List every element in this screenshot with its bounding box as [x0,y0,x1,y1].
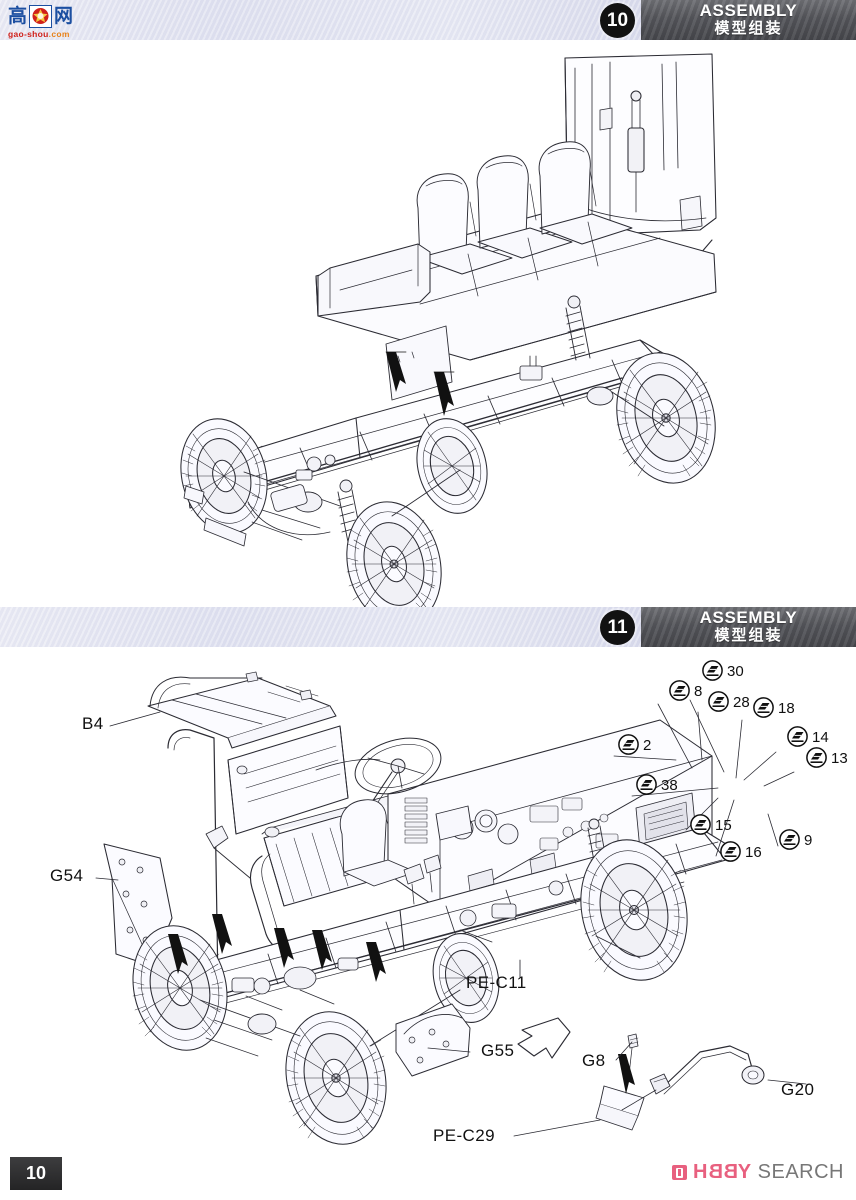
header-left-band-11 [0,607,641,647]
step-header-11: ASSEMBLY 模型组装 11 [0,607,856,647]
decal-marker-icon-28 [708,691,729,712]
decal-number-13: 13 [831,750,848,767]
logo-seal-icon [29,4,53,28]
decal-number-15: 15 [715,817,732,834]
decal-marker-icon-13 [806,747,827,768]
logo-url-tld: .com [48,29,70,39]
decal-marker-icon-30 [702,660,723,681]
decal-number-14: 14 [812,729,829,746]
step-number-badge-11: 11 [600,610,635,645]
header-title-en-10: ASSEMBLY [699,1,798,21]
part-label-pe-c29: PE-C29 [433,1126,495,1145]
part-label-g54: G54 [50,866,84,885]
decal-marker-icon-14 [787,726,808,747]
decal-number-18: 18 [778,700,795,717]
decal-number-2: 2 [643,737,652,754]
brand-primary: HBBY [692,1161,752,1183]
logo-char-gao: 高 [8,5,28,27]
header-left-band-10 [0,0,641,40]
part-label-b4: B4 [82,714,104,733]
hobby-search-logo-icon [671,1165,687,1180]
step-10-illustration [0,40,856,627]
hobby-search-branding: HBBY SEARCH [671,1161,844,1184]
header-title-cn-11: 模型组装 [714,627,783,645]
decal-number-16: 16 [745,844,762,861]
decal-marker-icon-15 [690,814,711,835]
decal-number-9: 9 [804,832,813,849]
step-11-illustration [0,648,856,1158]
part-label-pe-c11: PE-C11 [466,973,527,992]
logo-url-name: gao-shou [8,29,49,39]
decal-marker-icon-18 [753,697,774,718]
brand-secondary: SEARCH [757,1161,844,1183]
decal-number-38: 38 [661,777,678,794]
decal-marker-icon-38 [636,774,657,795]
logo-char-wang: 网 [54,5,74,27]
logo-url: gao-shou.com [8,29,108,39]
step-number-badge-10: 10 [600,3,635,38]
decal-marker-icon-9 [779,829,800,850]
header-right-band-10: ASSEMBLY 模型组装 [641,0,856,40]
gaoshou-logo: 高 网 gao-shou.com [8,4,108,40]
header-title-cn-10: 模型组装 [714,20,783,38]
part-label-g55: G55 [481,1041,515,1060]
truck-chassis-drawing-11 [95,671,807,1145]
decal-marker-icon-16 [720,841,741,862]
header-right-band-11: ASSEMBLY 模型组装 [641,607,856,647]
header-title-en-11: ASSEMBLY [699,608,798,628]
page-number-box: 10 [10,1157,62,1190]
step-header-10: ASSEMBLY 模型组装 10 [0,0,856,40]
gaoshou-logo-chars: 高 网 [8,4,108,28]
truck-chassis-drawing-10 [180,53,717,627]
decal-number-30: 30 [727,663,744,680]
part-label-g8: G8 [582,1051,606,1070]
decal-number-8: 8 [694,683,703,700]
decal-marker-icon-8 [669,680,690,701]
decal-number-28: 28 [733,694,750,711]
decal-marker-icon-2 [618,734,639,755]
part-label-g20: G20 [781,1080,815,1099]
